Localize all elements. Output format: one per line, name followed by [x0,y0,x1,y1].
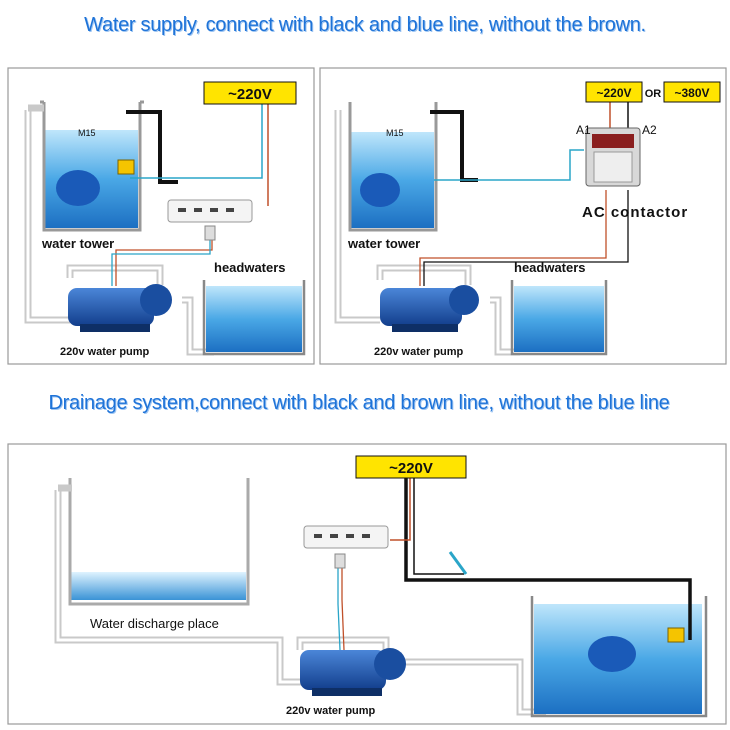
drainage-heading: Drainage system,connect with black and b… [48,392,670,414]
pump-label: 220v water pump [60,346,150,358]
power-strip-icon [167,199,253,241]
float-switch-icon [360,173,400,207]
float-switch-icon [588,636,636,672]
source-label: headwaters [514,260,586,275]
headwaters-tank [510,280,608,356]
panel-supply-single-phase: ~220V M15 water tower headwaters 220v wa… [7,67,315,365]
voltage-label: ~220V [389,460,433,477]
water-tower [40,100,144,232]
source-label: headwaters [214,260,286,275]
float-switch-label: M15 [386,128,404,138]
black-wire [126,110,178,184]
panel-drainage: ~220V Water discharge place 220v water p… [7,443,727,725]
discharge-tank [68,478,250,606]
water-pump-icon [380,285,479,332]
panel-supply-contactor: ~220V OR ~380V M15 A1 A2 AC contactor wa… [319,67,727,365]
tower-label: water tower [41,236,114,251]
pump-label: 220v water pump [374,346,464,358]
voltage-label-2: ~380V [674,86,709,100]
discharge-label: Water discharge place [90,616,219,631]
voltage-label-1: ~220V [596,86,631,100]
power-strip-icon [303,525,389,569]
float-switch-label: M15 [78,128,96,138]
water-tower [348,102,438,232]
headwaters-tank [202,280,306,356]
supply-heading: Water supply, connect with black and blu… [84,14,646,36]
water-pump-icon [300,648,406,696]
terminal-a2-label: A2 [642,123,657,137]
voltage-label: ~220V [228,86,272,103]
terminal-a1-label: A1 [576,123,591,137]
voltage-label-box [203,81,297,105]
contactor-label: AC contactor [582,204,688,221]
float-switch-icon [56,170,100,206]
or-label: OR [645,88,662,100]
sump-tank [530,596,708,718]
tower-label: water tower [347,236,420,251]
blue-wire [130,104,263,179]
ac-contactor-icon [585,127,641,187]
water-pump-icon [68,284,172,332]
pump-label: 220v water pump [286,705,376,717]
